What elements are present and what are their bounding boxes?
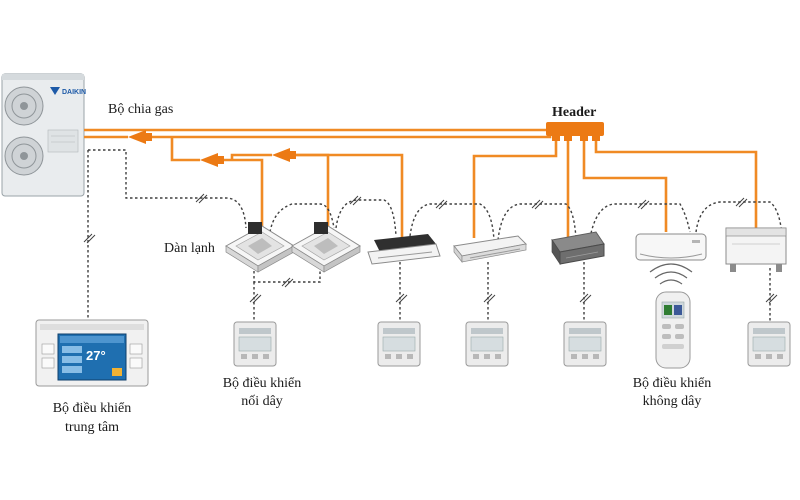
header-manifold-icon: [546, 122, 604, 141]
gas-splitter-icon: [200, 153, 224, 167]
wired-controller-label-line1: Bộ điều khiển: [223, 376, 302, 391]
central-controller-label-line2: trung tâm: [65, 420, 119, 435]
indoor-unit-cassette-4way-icon: [225, 222, 295, 273]
daikin-logo-icon: DAIKIN: [50, 87, 86, 96]
wireless-signal-icon: [649, 263, 693, 285]
indoor-unit-cassette-1way-icon: [367, 234, 441, 265]
wireless-controller-label-line2: không dây: [643, 394, 702, 409]
indoor-unit-ceiling-suspended-icon: [453, 235, 528, 263]
header-label: Header: [552, 105, 596, 120]
gas-splitter-icon: [272, 148, 296, 162]
wireless-remote-icon: [655, 291, 691, 369]
gas-splitter-icon: [128, 130, 152, 144]
outdoor-unit: DAIKIN: [1, 73, 86, 197]
gas-splitter-label: Bộ chia gas: [108, 102, 173, 117]
indoor-unit-ducted-icon: [551, 231, 605, 266]
outdoor-unit-brand: DAIKIN: [62, 89, 86, 96]
refrigerant-pipes: [84, 128, 758, 244]
wired-remote-icon: [377, 321, 421, 367]
central-controller-icon: 27°: [35, 319, 149, 387]
indoor-unit-cassette-4way-icon: [291, 222, 361, 273]
central-controller-label-line1: Bộ điều khiển: [53, 401, 132, 416]
indoor-unit-floor-standing-icon: [725, 227, 787, 272]
indoor-unit-wall-mounted-icon: [635, 233, 707, 261]
wired-remote-icon: [747, 321, 791, 367]
indoor-units-label: Dàn lạnh: [164, 241, 215, 256]
wired-controller-label-line2: nối dây: [241, 394, 283, 409]
communication-wiring: [87, 149, 783, 322]
wired-remote-icon: [465, 321, 509, 367]
wire-tick-marks: [83, 193, 778, 304]
wired-remote-icon: [563, 321, 607, 367]
wireless-controller-label-line1: Bộ điều khiển: [633, 376, 712, 391]
wired-remote-icon: [233, 321, 277, 367]
central-controller-temperature: 27°: [86, 348, 106, 363]
